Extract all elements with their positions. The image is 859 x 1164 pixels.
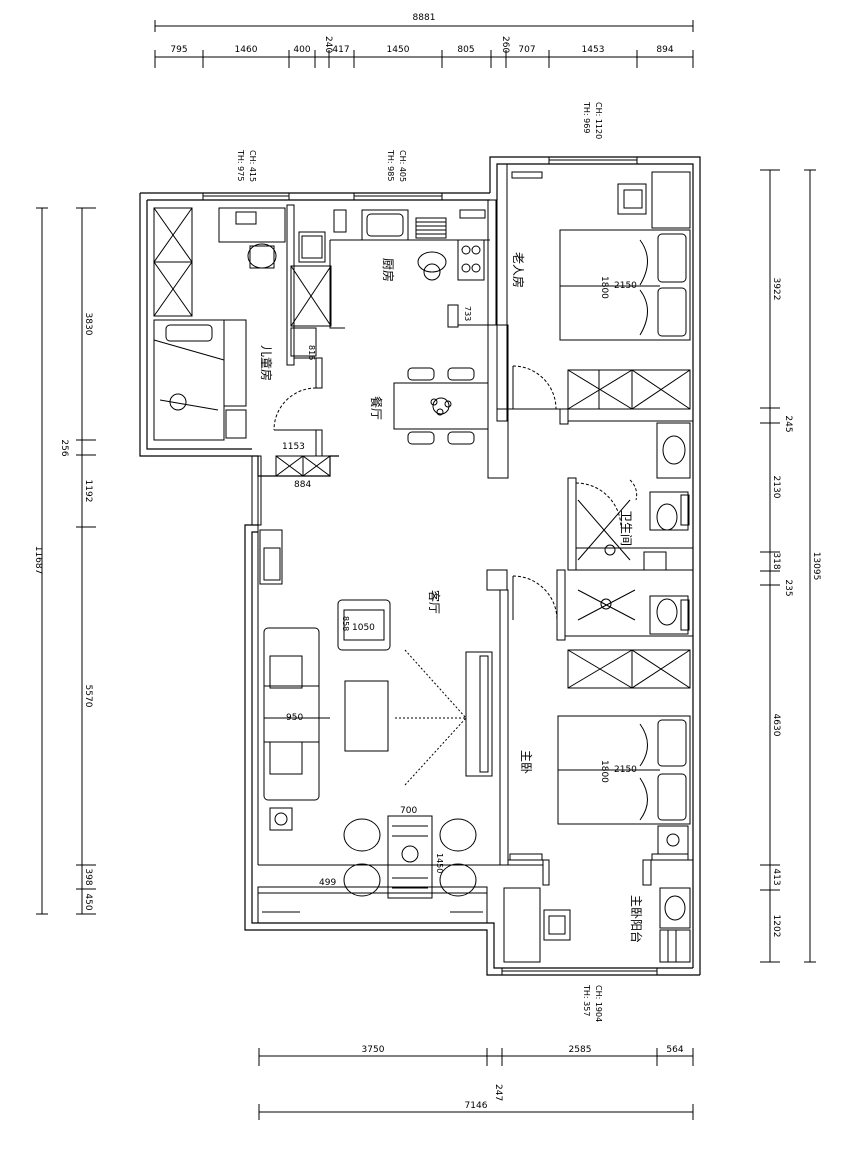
master-wardrobe xyxy=(567,649,691,689)
top-dim-6: 805 xyxy=(457,45,474,55)
table-width: 700 xyxy=(400,806,417,816)
bottom-dim-2: 2585 xyxy=(569,1045,592,1055)
kids-wardrobe xyxy=(153,207,193,317)
room-dining: 餐厅 xyxy=(369,396,384,420)
left-total-dim: 11687 xyxy=(33,546,43,575)
window-2-th: TH: 985 xyxy=(386,149,395,181)
top-dim-3: 400 xyxy=(293,45,310,55)
window-3-ch: CH: 1120 xyxy=(594,102,603,139)
bed2-width: 1800 xyxy=(599,760,609,783)
door-swings xyxy=(273,365,638,621)
top-dim-7: 707 xyxy=(518,45,535,55)
right-dim-8: 1202 xyxy=(771,915,781,938)
dim-884: 884 xyxy=(294,480,311,490)
bottom-total-dim: 7146 xyxy=(465,1101,488,1111)
secondary-dining xyxy=(343,815,477,899)
elder-desk xyxy=(511,171,691,229)
right-dim-6: 4630 xyxy=(771,714,781,737)
top-dim-2: 1460 xyxy=(235,45,258,55)
top-dim-1: 795 xyxy=(170,45,187,55)
door-leaves xyxy=(274,366,514,620)
bathroom-fixtures xyxy=(577,422,691,635)
kids-bed xyxy=(153,319,247,441)
bottom-dimension-lines xyxy=(258,1048,694,1120)
right-total-dim: 13095 xyxy=(811,552,821,581)
window-3-th: TH: 969 xyxy=(582,101,591,133)
top-dim-small-b: 260 xyxy=(500,36,510,53)
right-dim-2: 245 xyxy=(783,415,793,432)
left-dim-4: 5570 xyxy=(83,685,93,708)
left-dim-5: 398 xyxy=(83,868,93,885)
right-dimension-lines xyxy=(760,169,816,963)
top-dim-8: 1453 xyxy=(582,45,605,55)
room-kids: 儿童房 xyxy=(259,345,274,381)
right-dim-4: 318 xyxy=(771,552,781,569)
top-dim-4: 417 xyxy=(332,45,349,55)
window-2-ch: CH: 405 xyxy=(398,150,407,182)
dim-816: 816 xyxy=(307,345,316,360)
dim-1153: 1153 xyxy=(282,442,305,452)
top-dimension-lines xyxy=(154,20,694,68)
left-dim-3: 1192 xyxy=(83,480,93,503)
room-elder: 老人房 xyxy=(511,252,526,288)
room-master: 主卧 xyxy=(519,750,533,774)
left-dim-1: 3830 xyxy=(83,313,93,336)
bottom-dim-1: 3750 xyxy=(362,1045,385,1055)
chair-width: 1050 xyxy=(352,623,375,633)
elder-wardrobe xyxy=(567,369,691,410)
elder-bed xyxy=(559,229,691,341)
kids-desk xyxy=(218,207,286,269)
sofa-gap: 950 xyxy=(286,713,303,723)
kitchen-fixtures xyxy=(290,209,486,357)
master-extras xyxy=(509,825,689,861)
chair-depth: 858 xyxy=(341,616,350,631)
master-bed xyxy=(557,715,691,825)
window-4-ch: CH: 1904 xyxy=(594,985,603,1022)
left-dim-6: 450 xyxy=(83,893,93,910)
room-living: 客厅 xyxy=(427,590,442,614)
dim-1450: 1450 xyxy=(435,853,444,873)
window-1-th: TH: 975 xyxy=(236,149,245,181)
top-dim-5: 1450 xyxy=(387,45,410,55)
top-dim-small-a: 240 xyxy=(323,36,333,53)
right-dim-5: 235 xyxy=(783,579,793,596)
dining-set xyxy=(393,367,489,445)
right-dim-3: 2130 xyxy=(771,476,781,499)
window-4-th: TH: 357 xyxy=(582,984,591,1016)
room-kitchen: 厨房 xyxy=(381,258,396,282)
bed1-width: 1800 xyxy=(599,276,609,299)
left-dimension-lines xyxy=(36,207,96,915)
bed2-length: 2150 xyxy=(614,765,637,775)
dining-cabinet xyxy=(275,455,331,477)
outer-walls xyxy=(139,156,701,976)
top-total-dim: 8881 xyxy=(413,13,436,23)
bottom-dim-3: 564 xyxy=(666,1045,683,1055)
right-dim-7: 413 xyxy=(771,868,781,885)
bed1-length: 2150 xyxy=(614,281,637,291)
dim-499: 499 xyxy=(319,878,336,888)
balcony-fixtures xyxy=(503,887,691,963)
room-master-balcony: 主卧阳台 xyxy=(629,895,644,943)
room-bathroom: 卫生间 xyxy=(619,510,633,546)
left-dim-2: 256 xyxy=(59,439,69,456)
right-dim-1: 3922 xyxy=(771,278,781,301)
window-1-ch: CH: 415 xyxy=(248,150,257,182)
bottom-dim-small: 247 xyxy=(493,1084,503,1101)
living-furniture xyxy=(259,529,493,831)
dim-733: 733 xyxy=(463,306,472,321)
top-dim-9: 894 xyxy=(656,45,673,55)
